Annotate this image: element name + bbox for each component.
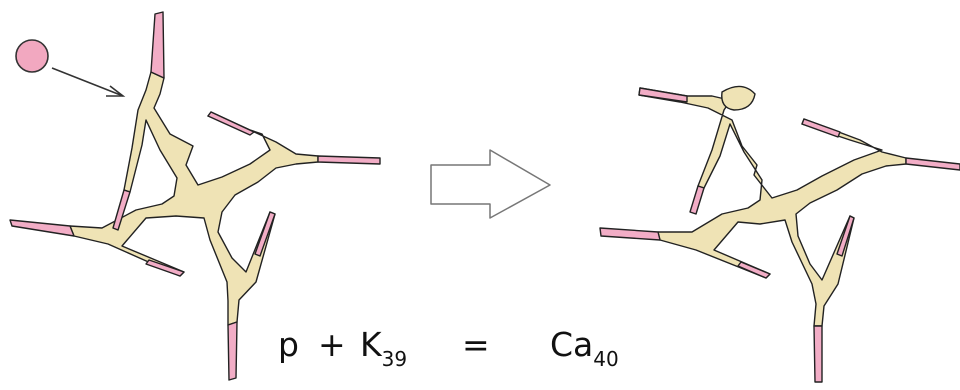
proton-particle	[16, 40, 48, 72]
calcium-nucleus	[600, 86, 960, 382]
reactant-mass-number: 39	[382, 347, 407, 371]
reactant-symbol: K	[360, 325, 382, 364]
product-symbol: Ca	[550, 325, 593, 364]
transformation-arrow	[431, 150, 550, 218]
product-mass-number: 40	[593, 347, 618, 371]
proton-symbol: p	[278, 320, 299, 370]
equals-sign: =	[462, 320, 490, 370]
reactant-isotope: K39	[360, 320, 407, 374]
proton-trajectory-arrow	[52, 68, 123, 96]
product-isotope: Ca40	[550, 320, 619, 374]
plus-sign: +	[318, 320, 346, 370]
